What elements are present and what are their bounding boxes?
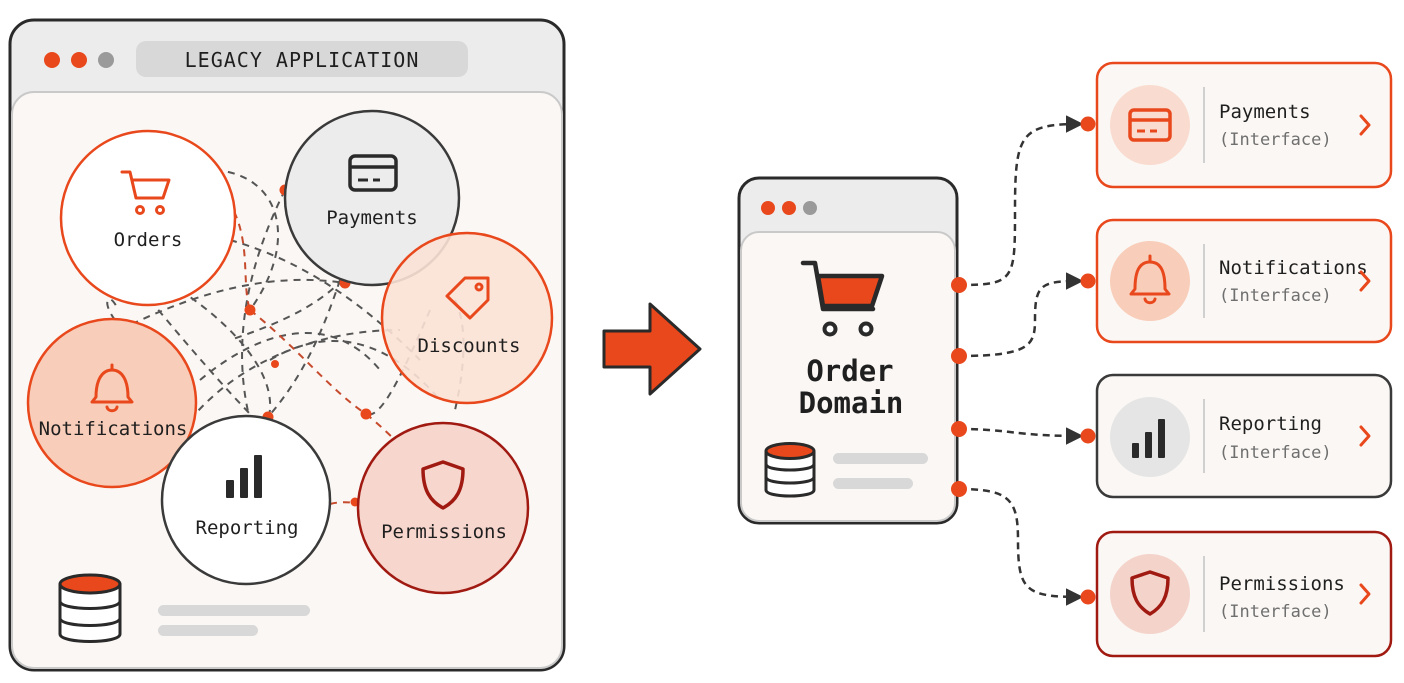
chevron-right-icon[interactable] xyxy=(1359,270,1371,292)
bell-icon xyxy=(1129,254,1171,305)
order-domain-title-line2: Domain xyxy=(799,386,904,420)
transition-arrow xyxy=(602,302,702,396)
shopping-cart-icon xyxy=(800,260,885,337)
module-discounts-label: Discounts xyxy=(418,335,521,357)
order-domain-window: Order Domain xyxy=(737,176,959,525)
module-permissions-label: Permissions xyxy=(381,521,507,543)
interface-card-reporting[interactable]: Reporting (Interface) xyxy=(1095,373,1393,499)
module-discounts: Discounts xyxy=(380,231,554,405)
order-domain-title-line1: Order xyxy=(806,354,893,388)
module-reporting: Reporting xyxy=(160,414,332,586)
legacy-app-title: LEGACY APPLICATION xyxy=(185,48,420,72)
database-icon xyxy=(764,442,816,498)
interface-payments-title: Payments xyxy=(1219,101,1311,123)
module-reporting-label: Reporting xyxy=(196,517,299,539)
interface-connectors xyxy=(958,115,1084,606)
interface-payments-subtitle: (Interface) xyxy=(1219,130,1332,150)
interface-card-payments[interactable]: Payments (Interface) xyxy=(1095,61,1393,189)
interface-notifications-subtitle: (Interface) xyxy=(1219,286,1332,306)
domain-window-dot-red xyxy=(761,201,775,215)
placeholder-lines xyxy=(833,453,928,489)
title-bar-pill xyxy=(136,41,468,77)
interface-reporting-subtitle: (Interface) xyxy=(1219,443,1332,463)
bar-chart-icon xyxy=(226,455,262,498)
interface-card-permissions[interactable]: Permissions (Interface) xyxy=(1095,530,1393,658)
chevron-right-icon[interactable] xyxy=(1359,425,1371,447)
module-permissions: Permissions xyxy=(356,421,530,595)
window-dot-gray xyxy=(98,52,114,68)
shield-icon xyxy=(1130,570,1170,616)
placeholder-lines xyxy=(158,605,310,636)
credit-card-icon xyxy=(348,154,398,192)
interface-card-notifications[interactable]: Notifications (Interface) xyxy=(1095,218,1393,344)
module-orders-label: Orders xyxy=(114,229,183,251)
shield-icon xyxy=(421,460,465,510)
bar-chart-icon xyxy=(1132,419,1165,458)
interface-permissions-subtitle: (Interface) xyxy=(1219,602,1332,622)
bell-icon xyxy=(90,363,134,413)
module-payments: Payments xyxy=(283,109,461,287)
module-orders: Orders xyxy=(59,129,237,307)
window-dot-red-2 xyxy=(71,52,87,68)
module-notifications: Notifications xyxy=(26,317,198,489)
chevron-right-icon[interactable] xyxy=(1359,583,1371,605)
module-notifications-label: Notifications xyxy=(39,418,188,440)
database-icon xyxy=(58,573,122,643)
domain-window-dot-red-2 xyxy=(782,201,796,215)
interface-notifications-title: Notifications xyxy=(1219,257,1368,279)
credit-card-icon xyxy=(1128,108,1172,142)
module-payments-label: Payments xyxy=(326,207,418,229)
connector-dots xyxy=(951,116,1096,605)
chevron-right-icon[interactable] xyxy=(1359,114,1371,136)
window-dot-red xyxy=(44,52,60,68)
shopping-cart-icon xyxy=(120,170,171,215)
interface-permissions-title: Permissions xyxy=(1219,573,1345,595)
domain-window-dot-gray xyxy=(803,201,817,215)
interface-reporting-title: Reporting xyxy=(1219,413,1322,435)
tag-icon xyxy=(445,276,490,320)
